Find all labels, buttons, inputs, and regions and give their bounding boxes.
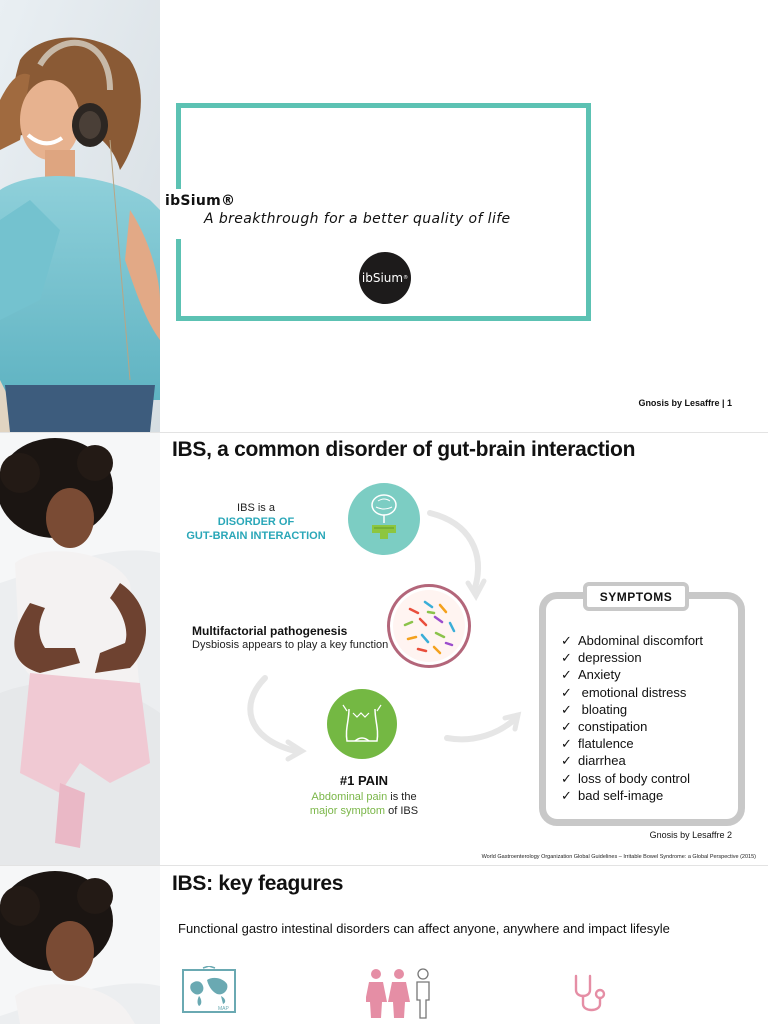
pain-line-1-rest: is the bbox=[387, 791, 417, 803]
symptom-text: Abdominal discomfort bbox=[578, 633, 703, 648]
check-mark-icon: ✓ bbox=[561, 787, 572, 803]
symptoms-heading: SYMPTOMS bbox=[583, 582, 689, 611]
slide-3: IBS: key feagures Functional gastro inte… bbox=[0, 866, 768, 1024]
pain-line-2: major symptom of IBS bbox=[288, 805, 440, 819]
stethoscope-icon bbox=[574, 974, 606, 1012]
map-label: MAP bbox=[218, 1006, 230, 1012]
slide-2: IBS, a common disorder of gut-brain inte… bbox=[0, 433, 768, 865]
disorder-line-2: GUT-BRAIN INTERACTION bbox=[186, 530, 326, 542]
check-mark-icon: ✓ bbox=[561, 650, 572, 666]
symptoms-list: ✓ Abdominal discomfort ✓ depression ✓ Anxiety… bbox=[561, 632, 703, 804]
bacteria-icon bbox=[393, 590, 465, 662]
symptom-item: ✓ diarrhea bbox=[561, 752, 703, 769]
slide-separator bbox=[0, 865, 768, 866]
citation: World Gastroenterology Organization Glob… bbox=[481, 854, 756, 860]
intro-text: Functional gastro intestinal disorders c… bbox=[178, 921, 670, 936]
symptom-text: emotional distress bbox=[578, 684, 687, 700]
symptom-item: ✓ flatulence bbox=[561, 735, 703, 752]
cycle-arrows bbox=[247, 510, 522, 762]
slide-separator bbox=[0, 432, 768, 433]
dysbiosis-text: Dysbiosis appears to play a key function bbox=[192, 639, 389, 651]
logo-registered-mark: ® bbox=[403, 275, 409, 281]
pain-heading: #1 PAIN bbox=[339, 773, 389, 788]
people-icon bbox=[366, 968, 430, 1019]
symptom-item: ✓ Anxiety bbox=[561, 666, 703, 683]
logo-text: ibSium bbox=[361, 271, 404, 285]
slide-2-footer: Gnosis by Lesaffre 2 bbox=[649, 830, 732, 840]
abdomen-pain-icon bbox=[342, 704, 382, 742]
photo-woman-lying-in-bed-2 bbox=[0, 866, 160, 1024]
pain-line-2-rest: of IBS bbox=[385, 805, 419, 817]
check-mark-icon: ✓ bbox=[561, 633, 572, 648]
symptom-text: depression bbox=[578, 650, 642, 666]
check-mark-icon: ✓ bbox=[561, 684, 572, 700]
slide-1: ibSium® A breakthrough for a better qual… bbox=[0, 0, 768, 432]
check-mark-icon: ✓ bbox=[561, 736, 572, 752]
major-symptom-highlight: major symptom bbox=[309, 805, 386, 817]
check-mark-icon: ✓ bbox=[561, 701, 572, 717]
check-mark-icon: ✓ bbox=[561, 718, 572, 734]
ibs-is-a-label: IBS is a bbox=[237, 502, 275, 514]
symptom-text: bloating bbox=[578, 701, 628, 717]
frame-gap bbox=[170, 189, 184, 239]
slide-1-footer: Gnosis by Lesaffre | 1 bbox=[638, 398, 732, 408]
symptom-item: ✓ bad self-image bbox=[561, 787, 703, 804]
photo-woman-lying-in-bed bbox=[0, 433, 160, 865]
photo-woman-headphones bbox=[0, 0, 160, 432]
symptom-item: ✓ emotional distress bbox=[561, 684, 703, 701]
disorder-line-1: DISORDER OF bbox=[217, 516, 295, 528]
symptom-text: flatulence bbox=[578, 736, 634, 752]
symptom-item: ✓ constipation bbox=[561, 718, 703, 735]
check-mark-icon: ✓ bbox=[561, 753, 572, 769]
world-map-icon: MAP bbox=[182, 966, 236, 1013]
pain-line-1: Abdominal pain is the bbox=[288, 791, 440, 805]
symptom-text: diarrhea bbox=[578, 753, 626, 769]
symptom-text: constipation bbox=[578, 718, 648, 734]
symptom-item: ✓ depression bbox=[561, 649, 703, 666]
symptom-text: bad self-image bbox=[578, 787, 664, 803]
ibsium-logo: ibSium® bbox=[359, 252, 411, 304]
brand-name: ibSium® bbox=[165, 193, 236, 209]
multifactorial-heading: Multifactorial pathogenesis bbox=[192, 624, 348, 638]
symptom-item: ✓ bloating bbox=[561, 701, 703, 718]
check-mark-icon: ✓ bbox=[561, 770, 572, 786]
symptom-item: ✓ Abdominal discomfort bbox=[561, 632, 703, 649]
check-mark-icon: ✓ bbox=[561, 667, 572, 683]
slide-3-title: IBS: key feagures bbox=[172, 872, 344, 895]
abdominal-pain-highlight: Abdominal pain bbox=[311, 791, 388, 803]
tagline: A breakthrough for a better quality of l… bbox=[204, 211, 511, 227]
slide-2-title: IBS, a common disorder of gut-brain inte… bbox=[172, 438, 636, 461]
brain-gut-icon bbox=[371, 494, 397, 539]
symptom-item: ✓ loss of body control bbox=[561, 770, 703, 787]
symptom-text: loss of body control bbox=[578, 770, 691, 786]
microbiota-circle bbox=[387, 584, 471, 668]
pain-circle bbox=[327, 689, 397, 759]
symptom-text: Anxiety bbox=[578, 667, 621, 683]
brain-gut-circle bbox=[348, 483, 420, 555]
